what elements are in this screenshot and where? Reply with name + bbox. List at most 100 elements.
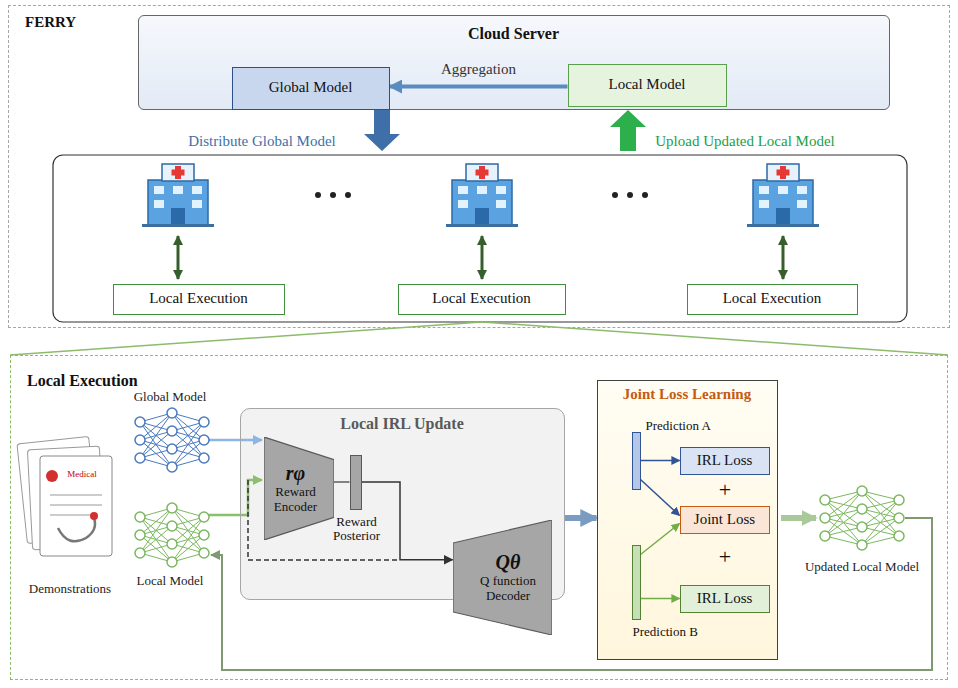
g-part [315,192,648,198]
prediction-bar: Prediction A [632,432,641,490]
circle-part [820,531,830,541]
trapezoid-shape [453,520,552,635]
caption-label: + [719,479,731,501]
label-anchor: + [719,479,731,501]
panel-title: Local IRL Update [241,415,564,433]
circle-part [167,444,177,454]
circle-part [167,521,177,531]
network-icon [135,408,209,472]
panel-title: Cloud Server [139,25,889,43]
edge-label: Aggregation [441,61,516,78]
box-label: Reward Posterior [327,515,387,545]
circle-part [167,408,177,418]
circle-part [199,512,209,522]
circle-part [315,192,321,198]
model-box: Global Model [232,67,390,110]
box-label: IRL Loss [697,590,753,607]
circle-part [167,557,177,567]
line-part [50,494,102,496]
circle-part [199,530,209,540]
line-part [825,491,862,536]
circle-part [90,512,98,520]
circle-part [135,512,145,522]
rect-part [597,380,778,660]
line-part [825,509,862,536]
line-part [862,491,899,536]
caption-label: Upload Updated Local Model [655,134,835,149]
box-label: Local Execution [432,290,531,307]
circle-part [167,462,177,472]
use-part [142,164,214,227]
rect-part [138,15,890,110]
detail-frame: Local ExecutionLocal IRL Update rφReward … [10,355,948,680]
label-anchor: + [719,546,731,568]
circle-part [894,531,904,541]
circle-part [857,540,867,550]
process-box: Local Execution [398,284,566,315]
label-anchor: Updated Local Model [805,560,919,573]
circle-part [135,548,145,558]
polygon-part [610,110,646,151]
circle-part [135,530,145,540]
caption-label: Distribute Global Model [188,134,335,149]
circle-part [167,539,177,549]
loss-panel: Joint Loss LearningPrediction A IRL Loss J… [597,380,778,660]
loss-box: Joint Loss [680,506,770,534]
caption-label: Medical [67,470,97,479]
g-part [334,87,680,599]
circle-part [330,192,336,198]
process-box: Local Execution [113,284,285,315]
box-label: Qθ [496,551,521,574]
box-label: Q function Decoder [473,574,543,604]
circle-part [199,435,209,445]
line-part [862,500,899,545]
label-anchor: Global Model [134,390,207,403]
line-part [782,236,785,279]
box-label: Local Execution [723,290,822,307]
circle-part [627,192,633,198]
loss-box: IRL Loss [680,585,770,613]
box-label: Local Execution [149,290,248,307]
polygon-part [364,110,400,151]
circle-part [135,417,145,427]
circle-part [135,435,145,445]
circle-part [167,426,177,436]
caption-label: + [719,546,731,568]
box-label: Reward Encoder [266,485,326,515]
process-box: Local Execution [687,284,858,315]
decoder-trapezoid: QθQ function Decoder [453,520,552,635]
use-part [446,164,518,227]
box-label: Prediction A [646,419,711,434]
label-anchor: Upload Updated Local Model [655,134,835,149]
label-anchor: Local Model [137,574,204,587]
circle-part [199,548,209,558]
outer-frame: FERRYCloud ServerGlobal ModelLocal Model… [8,5,950,328]
use-part [747,164,819,227]
encoder-trapezoid: rφReward Encoder [264,437,334,540]
path-part [211,518,932,670]
connector [641,524,680,555]
panel-title: Joint Loss Learning [598,386,777,403]
prediction-bar: Prediction B [632,545,641,620]
connector [641,460,680,462]
rect-part [240,408,565,600]
circle-part [612,192,618,198]
box-label: Prediction B [633,625,698,640]
connector [565,515,597,521]
panel-title: Local Execution [27,372,931,390]
box-label: Joint Loss [694,511,755,528]
box-label: Global Model [269,79,353,96]
circle-part [820,513,830,523]
circle-part [46,470,58,482]
box-label: Local Model [608,76,685,93]
line-part [50,514,90,516]
circle-part [894,495,904,505]
connector [641,480,680,516]
update-panel: Local IRL Update rφReward EncoderReward P… [240,408,565,600]
circle-part [857,504,867,514]
circle-part [894,513,904,523]
path-part [10,322,948,355]
circle-part [857,486,867,496]
network-icon [135,503,209,567]
